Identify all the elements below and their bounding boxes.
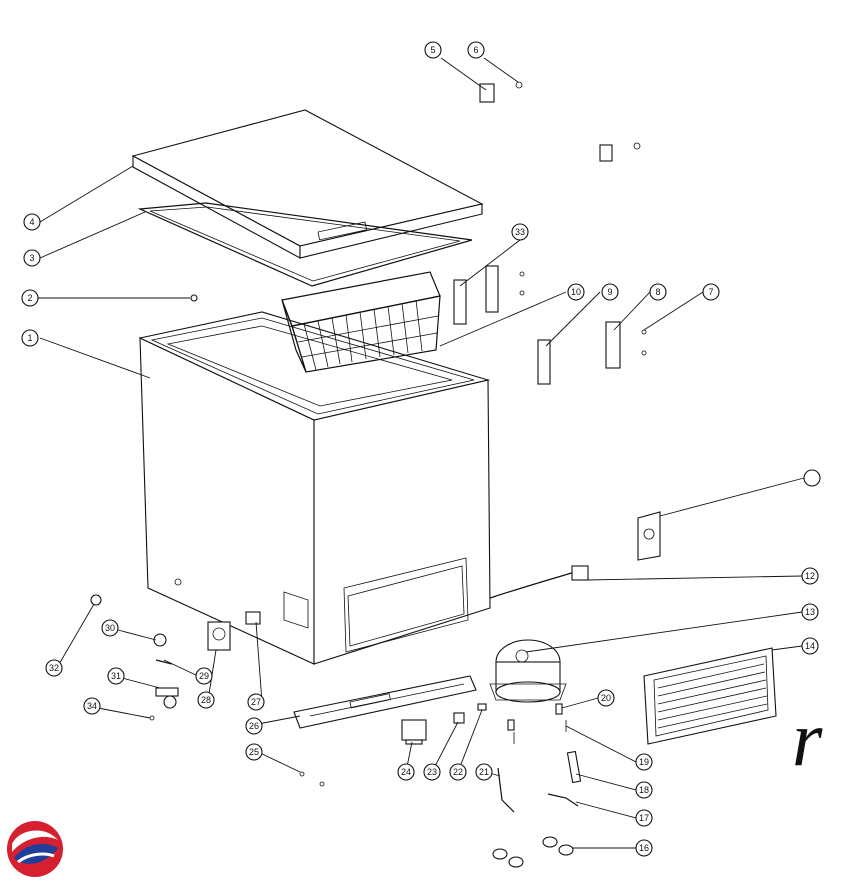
svg-text:26: 26 (249, 721, 259, 731)
callout-34: 34 (83, 697, 101, 715)
callout-24: 24 (397, 763, 415, 781)
callout-22: 22 (449, 763, 467, 781)
brand-logo-icon (7, 821, 63, 877)
svg-text:28: 28 (201, 695, 211, 705)
callout-3: 3 (23, 249, 41, 267)
svg-text:19: 19 (639, 757, 649, 767)
callout-32: 32 (45, 659, 63, 677)
callout-23: 23 (423, 763, 441, 781)
svg-text:8: 8 (655, 287, 660, 297)
svg-text:33: 33 (515, 227, 525, 237)
thermostat-box (637, 511, 661, 561)
compressor (489, 639, 567, 703)
callout-6: 6 (467, 41, 485, 59)
callout-17: 17 (635, 809, 653, 827)
callout-8: 8 (649, 283, 667, 301)
cabinet-body (138, 311, 491, 665)
svg-text:23: 23 (427, 767, 437, 777)
callout-26: 26 (245, 717, 263, 735)
hinge-set (190, 81, 647, 385)
svg-text:25: 25 (249, 747, 259, 757)
svg-text:3: 3 (29, 253, 34, 263)
power-cord (489, 565, 589, 599)
svg-text:34: 34 (87, 701, 97, 711)
svg-text:9: 9 (607, 287, 612, 297)
brand-letter-watermark: r (792, 695, 823, 782)
callout-30: 30 (101, 619, 119, 637)
callout-12: 12 (801, 567, 819, 585)
condenser-grille (643, 647, 777, 745)
svg-text:20: 20 (601, 693, 611, 703)
svg-text:12: 12 (805, 571, 815, 581)
callout-14: 14 (801, 637, 819, 655)
callout-10: 10 (567, 283, 585, 301)
callout-25: 25 (245, 743, 263, 761)
leader-lines (38, 57, 805, 849)
svg-text:1: 1 (27, 333, 32, 343)
callout-13: 13 (801, 603, 819, 621)
callouts: 4 3 2 1 5 6 33 10 9 8 7 12 13 14 20 19 1… (21, 41, 821, 857)
callout-18: 18 (635, 781, 653, 799)
callout-1: 1 (21, 329, 39, 347)
callout-unlabeled (803, 469, 821, 487)
freezer-lid (131, 109, 484, 259)
wire-basket (281, 271, 441, 373)
svg-text:30: 30 (105, 623, 115, 633)
callout-20: 20 (597, 689, 615, 707)
callout-19: 19 (635, 753, 653, 771)
lid-gasket (137, 202, 473, 287)
svg-text:31: 31 (111, 671, 121, 681)
svg-text:6: 6 (473, 45, 478, 55)
callout-5: 5 (424, 41, 442, 59)
svg-text:10: 10 (571, 287, 581, 297)
callout-28: 28 (197, 691, 215, 709)
svg-text:13: 13 (805, 607, 815, 617)
svg-text:2: 2 (27, 293, 32, 303)
callout-9: 9 (601, 283, 619, 301)
svg-text:16: 16 (639, 843, 649, 853)
svg-text:29: 29 (199, 671, 209, 681)
callout-7: 7 (702, 283, 720, 301)
svg-text:22: 22 (453, 767, 463, 777)
callout-29: 29 (195, 667, 213, 685)
svg-text:14: 14 (805, 641, 815, 651)
svg-text:24: 24 (401, 767, 411, 777)
svg-text:7: 7 (708, 287, 713, 297)
callout-27: 27 (247, 693, 265, 711)
callout-4: 4 (23, 213, 41, 231)
svg-text:32: 32 (49, 663, 59, 673)
svg-text:17: 17 (639, 813, 649, 823)
callout-21: 21 (475, 763, 493, 781)
svg-text:27: 27 (251, 697, 261, 707)
callout-33: 33 (511, 223, 529, 241)
svg-text:4: 4 (29, 217, 34, 227)
svg-text:5: 5 (430, 45, 435, 55)
callout-2: 2 (21, 289, 39, 307)
callout-16: 16 (635, 839, 653, 857)
svg-text:18: 18 (639, 785, 649, 795)
base-plate (293, 675, 477, 729)
callout-31: 31 (107, 667, 125, 685)
svg-text:21: 21 (479, 767, 489, 777)
